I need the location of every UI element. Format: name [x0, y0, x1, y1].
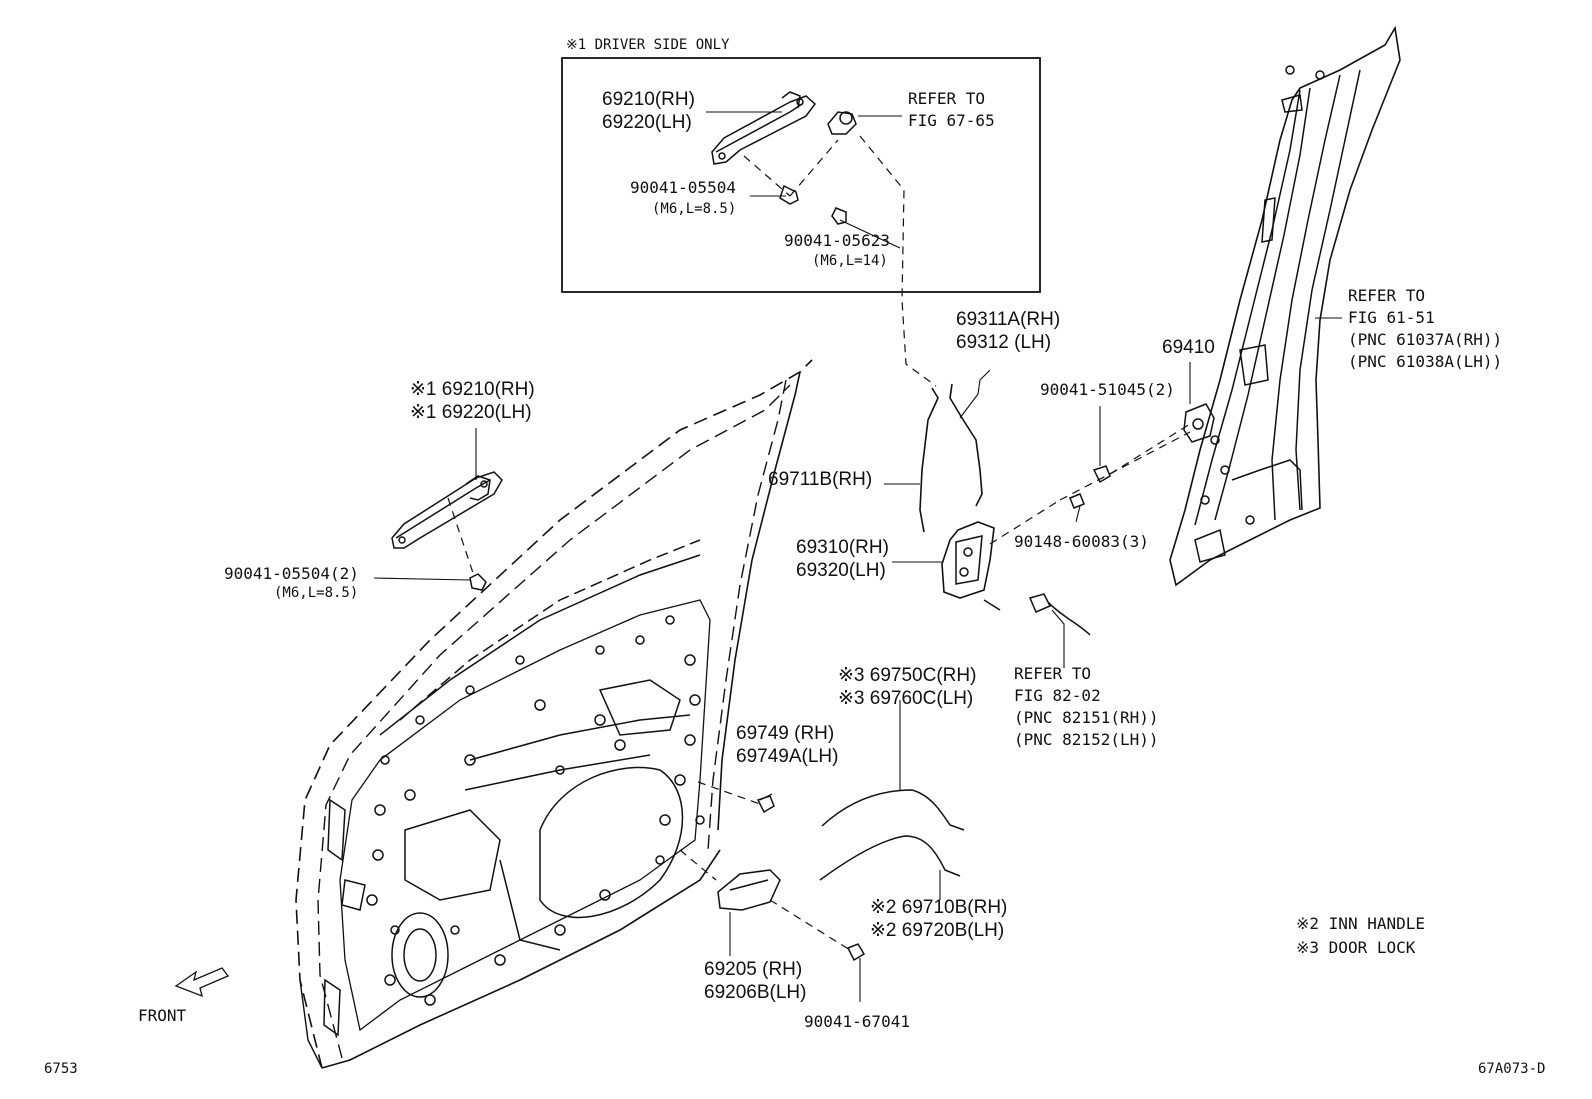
- rod-69711b: [919, 387, 939, 533]
- label-bolt-spec: (M6,L=8.5): [274, 585, 359, 601]
- leader-lines: [373, 111, 1342, 1002]
- label-box-bolt1: 90041-05504: [630, 178, 736, 197]
- label-handle-rh: ※1 69210(RH): [410, 379, 535, 400]
- label-refer-pillar-2: FIG 61-51: [1348, 308, 1435, 327]
- door-lock: [941, 521, 1001, 611]
- box-cylinder: [827, 111, 857, 135]
- label-refer-wire-1: REFER TO: [1014, 664, 1092, 683]
- label-lock-rh: 69310(RH): [796, 537, 889, 558]
- label-box-bolt2: 90041-05623: [784, 231, 890, 250]
- label-screw2: 90148-60083(3): [1014, 532, 1149, 551]
- label-cable2-rh: ※2 69710B(RH): [870, 897, 1008, 918]
- note-door-lock: ※3 DOOR LOCK: [1296, 938, 1416, 957]
- label-refer-wire-2: FIG 82-02: [1014, 686, 1101, 705]
- outer-handle-bolt: [469, 573, 487, 591]
- cable-69710b: [819, 835, 961, 881]
- assembly-lines: [447, 135, 1191, 951]
- screw-90148: [1069, 493, 1085, 509]
- page-number-right: 67A073-D: [1478, 1061, 1546, 1077]
- label-cable2-lh: ※2 69720B(LH): [870, 920, 1005, 941]
- inner-handle-screw: [846, 943, 866, 962]
- label-clip-rh: 69749 (RH): [736, 723, 835, 744]
- label-clip-lh: 69749A(LH): [736, 746, 839, 767]
- page-number-left: 6753: [44, 1061, 78, 1077]
- label-inner-screw: 90041-67041: [804, 1012, 910, 1031]
- rod-69311a: [949, 383, 983, 507]
- clip-69749: [756, 795, 775, 814]
- box-title: ※1 DRIVER SIDE ONLY: [566, 37, 730, 53]
- label-rod2: 69711B(RH): [768, 469, 873, 490]
- label-refer-pillar-1: REFER TO: [1348, 286, 1426, 305]
- label-lock-lh: 69320(LH): [796, 560, 886, 581]
- box-outer-handle: [711, 91, 817, 165]
- driver-side-box: [561, 57, 1041, 293]
- front-label: FRONT: [138, 1006, 187, 1025]
- b-pillar: [1169, 25, 1401, 587]
- striker-screw: [1092, 465, 1111, 484]
- label-box-bolt2-spec: (M6,L=14): [812, 253, 888, 269]
- label-striker: 69410: [1162, 337, 1215, 358]
- label-inner-lh: 69206B(LH): [704, 982, 807, 1003]
- box-bolts: [779, 184, 847, 225]
- lock-connector: [1028, 593, 1091, 636]
- label-box-refer: REFER TO: [908, 89, 986, 108]
- door-panel: [295, 359, 813, 1069]
- label-refer-pillar-4: (PNC 61038A(LH)): [1348, 352, 1503, 371]
- label-bolt: 90041-05504(2): [224, 564, 359, 583]
- label-refer-wire-4: (PNC 82152(LH)): [1014, 730, 1159, 749]
- label-rod-lh: 69312 (LH): [956, 332, 1052, 353]
- label-inner-rh: 69205 (RH): [704, 959, 803, 980]
- label-refer-wire-3: (PNC 82151(RH)): [1014, 708, 1159, 727]
- label-box-handle-rh: 69210(RH): [602, 89, 695, 110]
- label-box-refer-fig: FIG 67-65: [908, 111, 995, 130]
- label-handle-lh: ※1 69220(LH): [410, 402, 532, 423]
- label-rod-rh: 69311A(RH): [956, 309, 1061, 330]
- cable-69750c: [821, 789, 965, 831]
- outer-handle: [391, 471, 503, 549]
- label-cable1-lh: ※3 69760C(LH): [838, 688, 974, 709]
- label-cable1-rh: ※3 69750C(RH): [838, 665, 977, 686]
- label-box-bolt1-spec: (M6,L=8.5): [652, 201, 737, 217]
- label-box-handle-lh: 69220(LH): [602, 112, 692, 133]
- striker: [1183, 403, 1215, 443]
- front-arrow-icon: [174, 967, 230, 998]
- note-inn-handle: ※2 INN HANDLE: [1296, 914, 1425, 933]
- label-refer-pillar-3: (PNC 61037A(RH)): [1348, 330, 1503, 349]
- inner-handle: [717, 869, 781, 911]
- label-striker-screw: 90041-51045(2): [1040, 380, 1175, 399]
